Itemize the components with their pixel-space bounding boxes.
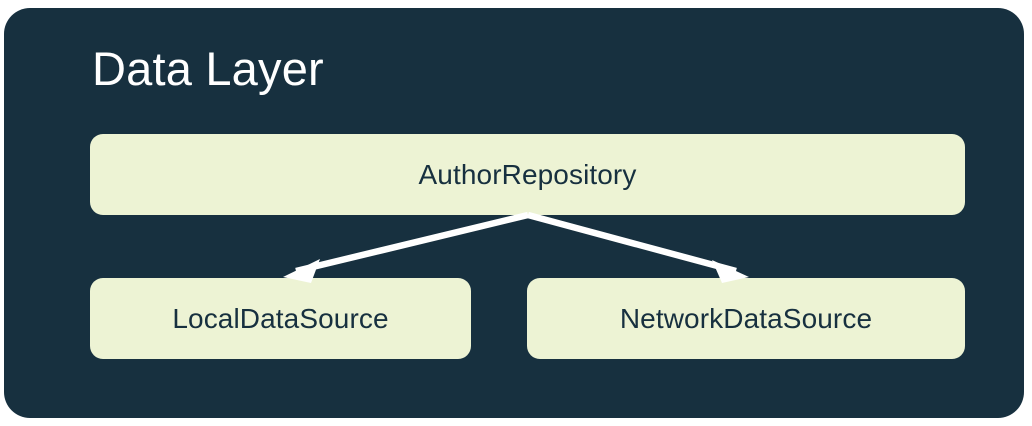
- node-network-data-source[interactable]: NetworkDataSource: [527, 278, 965, 359]
- node-label: NetworkDataSource: [619, 302, 873, 334]
- node-author-repository[interactable]: AuthorRepository: [90, 134, 965, 215]
- node-label: LocalDataSource: [172, 302, 389, 334]
- page-title: Data Layer: [92, 42, 324, 95]
- node-label: AuthorRepository: [418, 158, 637, 190]
- node-local-data-source[interactable]: LocalDataSource: [90, 278, 471, 359]
